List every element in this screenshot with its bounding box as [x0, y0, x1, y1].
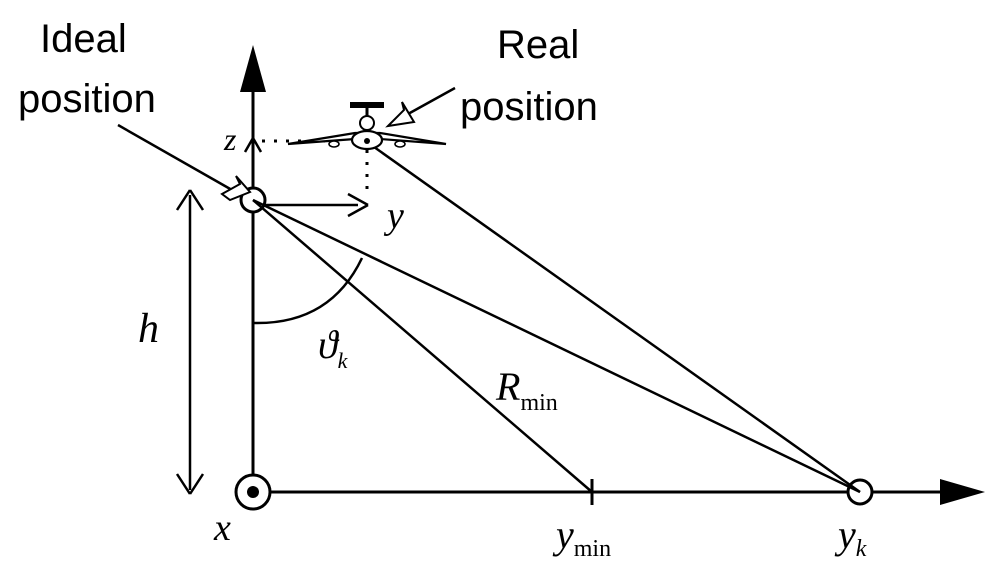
ideal-position-label-line1: Ideal — [40, 17, 127, 61]
rmin-subscript: min — [520, 390, 557, 416]
ymin-symbol: y — [552, 512, 574, 557]
x-axis-symbol-dot — [247, 486, 259, 498]
angle-subscript: k — [338, 348, 349, 373]
yk-label: yk — [834, 512, 867, 562]
ideal-leader-line — [117, 123, 233, 192]
yk-subscript: k — [856, 536, 867, 562]
angle-arc — [252, 257, 364, 325]
rmin-symbol: R — [495, 364, 520, 409]
ideal-position-label-line2: position — [18, 77, 156, 121]
y-axis-label: y — [383, 195, 404, 237]
real-position-label-line1: Real — [497, 23, 579, 67]
rmin-slant-line — [252, 199, 593, 493]
ymin-subscript: min — [574, 536, 611, 562]
ground-axis-arrowhead — [940, 479, 985, 505]
real-leader-line — [407, 86, 456, 116]
angle-symbol: ϑ — [318, 322, 340, 367]
airplane-icon — [287, 102, 447, 151]
real-aircraft-small-icon — [385, 101, 416, 128]
height-bottom-arrowhead — [175, 473, 205, 495]
local-z-axis-arrowhead — [243, 137, 263, 153]
angle-label: ϑk — [318, 322, 349, 373]
ymin-label: ymin — [552, 512, 611, 562]
height-label: h — [138, 306, 159, 352]
z-axis-label: z — [223, 121, 237, 157]
ideal-aircraft-icon — [220, 175, 252, 202]
ideal-to-yk-line — [252, 198, 861, 494]
x-axis-label: x — [213, 507, 231, 549]
rmin-label: Rmin — [495, 364, 558, 416]
real-position-label-line2: position — [460, 85, 598, 129]
yk-symbol: y — [834, 512, 856, 557]
real-to-yk-line — [366, 140, 861, 494]
vertical-axis-arrowhead — [240, 45, 266, 92]
height-top-arrowhead — [175, 189, 205, 211]
local-y-axis-arrowhead — [347, 192, 369, 218]
